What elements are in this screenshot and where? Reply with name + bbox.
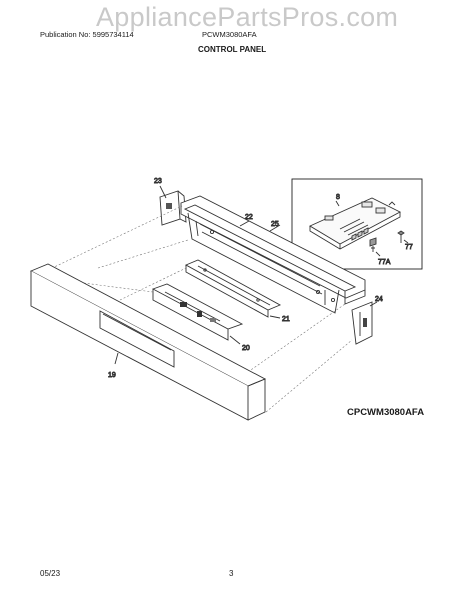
diagram-code: CPCWM3080AFA	[347, 407, 425, 418]
bracket-24	[351, 301, 378, 345]
callout-21: 21	[282, 316, 290, 323]
bracket-21	[184, 259, 282, 319]
screw-77-icon	[397, 230, 405, 243]
page-number: 3	[229, 569, 234, 578]
callout-19: 19	[108, 372, 116, 379]
panel-frame-22	[180, 195, 366, 314]
watermark-text: AppliancePartsPros.com	[96, 2, 399, 32]
publication-number: Publication No: 5995734114	[40, 30, 134, 39]
callout-20: 20	[242, 345, 250, 352]
model-number: PCWM3080AFA	[202, 30, 257, 39]
section-title: CONTROL PANEL	[198, 45, 267, 54]
footer-date: 05/23	[40, 569, 61, 578]
control-board-inset	[291, 178, 423, 270]
callout-77: 77	[405, 244, 413, 251]
callout-23: 23	[154, 178, 162, 185]
callout-22: 22	[245, 214, 253, 221]
callout-25: 25	[271, 221, 279, 228]
callout-77a: 77A	[378, 259, 391, 266]
callout-24: 24	[375, 296, 383, 303]
standoff-77a-icon	[369, 237, 377, 252]
ui-board-20	[151, 283, 244, 345]
front-panel-19	[29, 263, 267, 421]
assembly-guide-lines	[47, 205, 353, 413]
callout-8: 8	[336, 194, 340, 201]
